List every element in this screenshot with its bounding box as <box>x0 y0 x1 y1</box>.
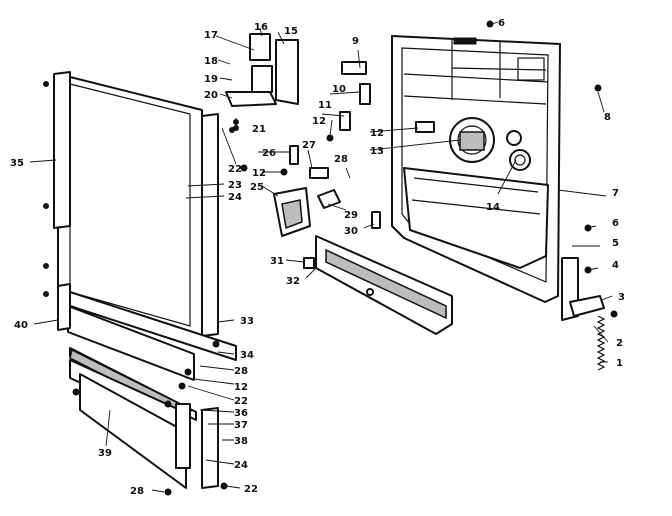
callout-8: 8 <box>604 112 611 123</box>
callout-36: 36 <box>234 408 248 419</box>
inner-door-liner <box>391 35 561 303</box>
callout-34: 34 <box>240 350 254 361</box>
callout-12-b: 12 <box>370 128 384 139</box>
callout-6-lower: 6 <box>612 218 619 229</box>
callout-26: 26 <box>262 148 276 159</box>
callout-3: 3 <box>618 292 625 303</box>
callout-14: 14 <box>486 202 500 213</box>
right-side-trim <box>201 113 219 337</box>
callout-17: 17 <box>204 30 218 41</box>
callout-28-b: 28 <box>234 366 248 377</box>
callout-labels: 1 2 3 4 5 6 6 7 8 9 10 11 12 12 12 12 13… <box>10 18 625 497</box>
callout-33: 33 <box>240 316 254 327</box>
rinse-aid-dispenser <box>449 117 522 163</box>
callout-18: 18 <box>204 56 218 67</box>
callout-1: 1 <box>616 358 623 369</box>
callout-9: 9 <box>352 36 359 47</box>
lower-panel <box>67 291 237 421</box>
callout-4: 4 <box>612 260 619 271</box>
callout-38: 38 <box>234 436 248 447</box>
callout-5: 5 <box>612 238 619 249</box>
callout-29: 29 <box>344 210 358 221</box>
callout-16: 16 <box>254 22 268 33</box>
left-side-trim <box>53 71 71 229</box>
latch-parts <box>289 61 435 269</box>
callout-15: 15 <box>284 26 298 37</box>
callout-32: 32 <box>286 276 300 287</box>
callout-20: 20 <box>204 90 218 101</box>
callout-10: 10 <box>332 84 346 95</box>
callout-19: 19 <box>204 74 218 85</box>
callout-12-d: 12 <box>234 382 248 393</box>
callout-21: 21 <box>252 124 266 135</box>
bottom-trim-strip <box>315 235 453 335</box>
callout-28-c: 28 <box>130 486 144 497</box>
dispenser-cap <box>509 149 531 171</box>
callout-37: 37 <box>234 420 248 431</box>
callout-7: 7 <box>612 188 619 199</box>
callout-12-a: 12 <box>312 116 326 127</box>
callout-30: 30 <box>344 226 358 237</box>
callout-25: 25 <box>250 182 264 193</box>
callout-22-b: 22 <box>234 396 248 407</box>
bottom-rail <box>69 359 187 489</box>
upper-latch-assembly <box>225 33 299 107</box>
callout-11: 11 <box>318 100 332 111</box>
callout-24-a: 24 <box>228 192 242 203</box>
callout-28-a: 28 <box>334 154 348 165</box>
callout-2: 2 <box>616 338 623 349</box>
end-caps <box>57 283 219 489</box>
callout-31: 31 <box>270 256 284 267</box>
leader-lines <box>29 21 613 493</box>
callout-39: 39 <box>98 448 112 459</box>
callout-24-b: 24 <box>234 460 248 471</box>
door-spring <box>596 315 606 371</box>
door-hinge <box>561 257 605 321</box>
callout-35: 35 <box>10 158 24 169</box>
detergent-dispenser <box>273 187 311 237</box>
callout-23: 23 <box>228 180 242 191</box>
callout-40: 40 <box>14 320 28 331</box>
callout-12-c: 12 <box>252 168 266 179</box>
callout-22-a: 22 <box>228 164 242 175</box>
callout-6-upper: 6 <box>498 18 505 29</box>
callout-22-c: 22 <box>244 484 258 495</box>
callout-13: 13 <box>370 146 384 157</box>
callout-27: 27 <box>302 140 316 151</box>
